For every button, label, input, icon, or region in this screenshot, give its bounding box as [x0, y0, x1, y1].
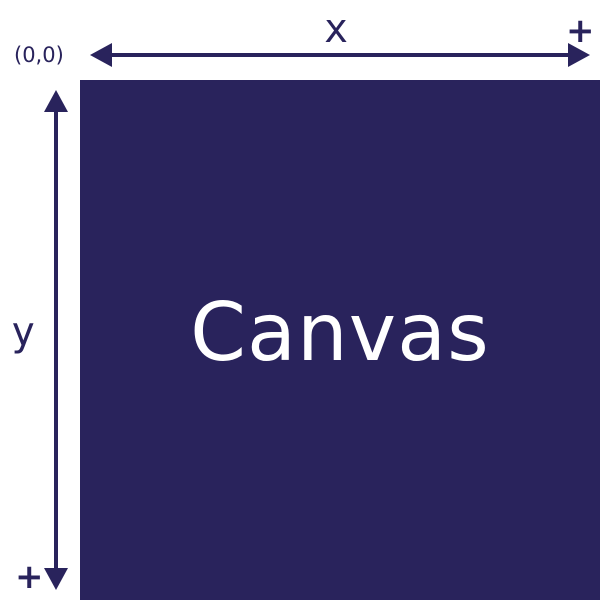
y-positive-sign: + [15, 557, 44, 597]
origin-label: (0,0) [14, 43, 64, 67]
y-axis-top-arrowhead [44, 90, 68, 112]
canvas-label: Canvas [190, 285, 490, 379]
x-axis-right-arrowhead [568, 43, 590, 67]
canvas-area: Canvas [80, 80, 600, 600]
x-axis-label: x [324, 6, 349, 52]
x-axis-left-arrowhead [90, 43, 112, 67]
x-positive-sign: + [566, 11, 595, 51]
y-axis-bottom-arrowhead [44, 568, 68, 590]
y-axis-label: y [11, 309, 36, 355]
